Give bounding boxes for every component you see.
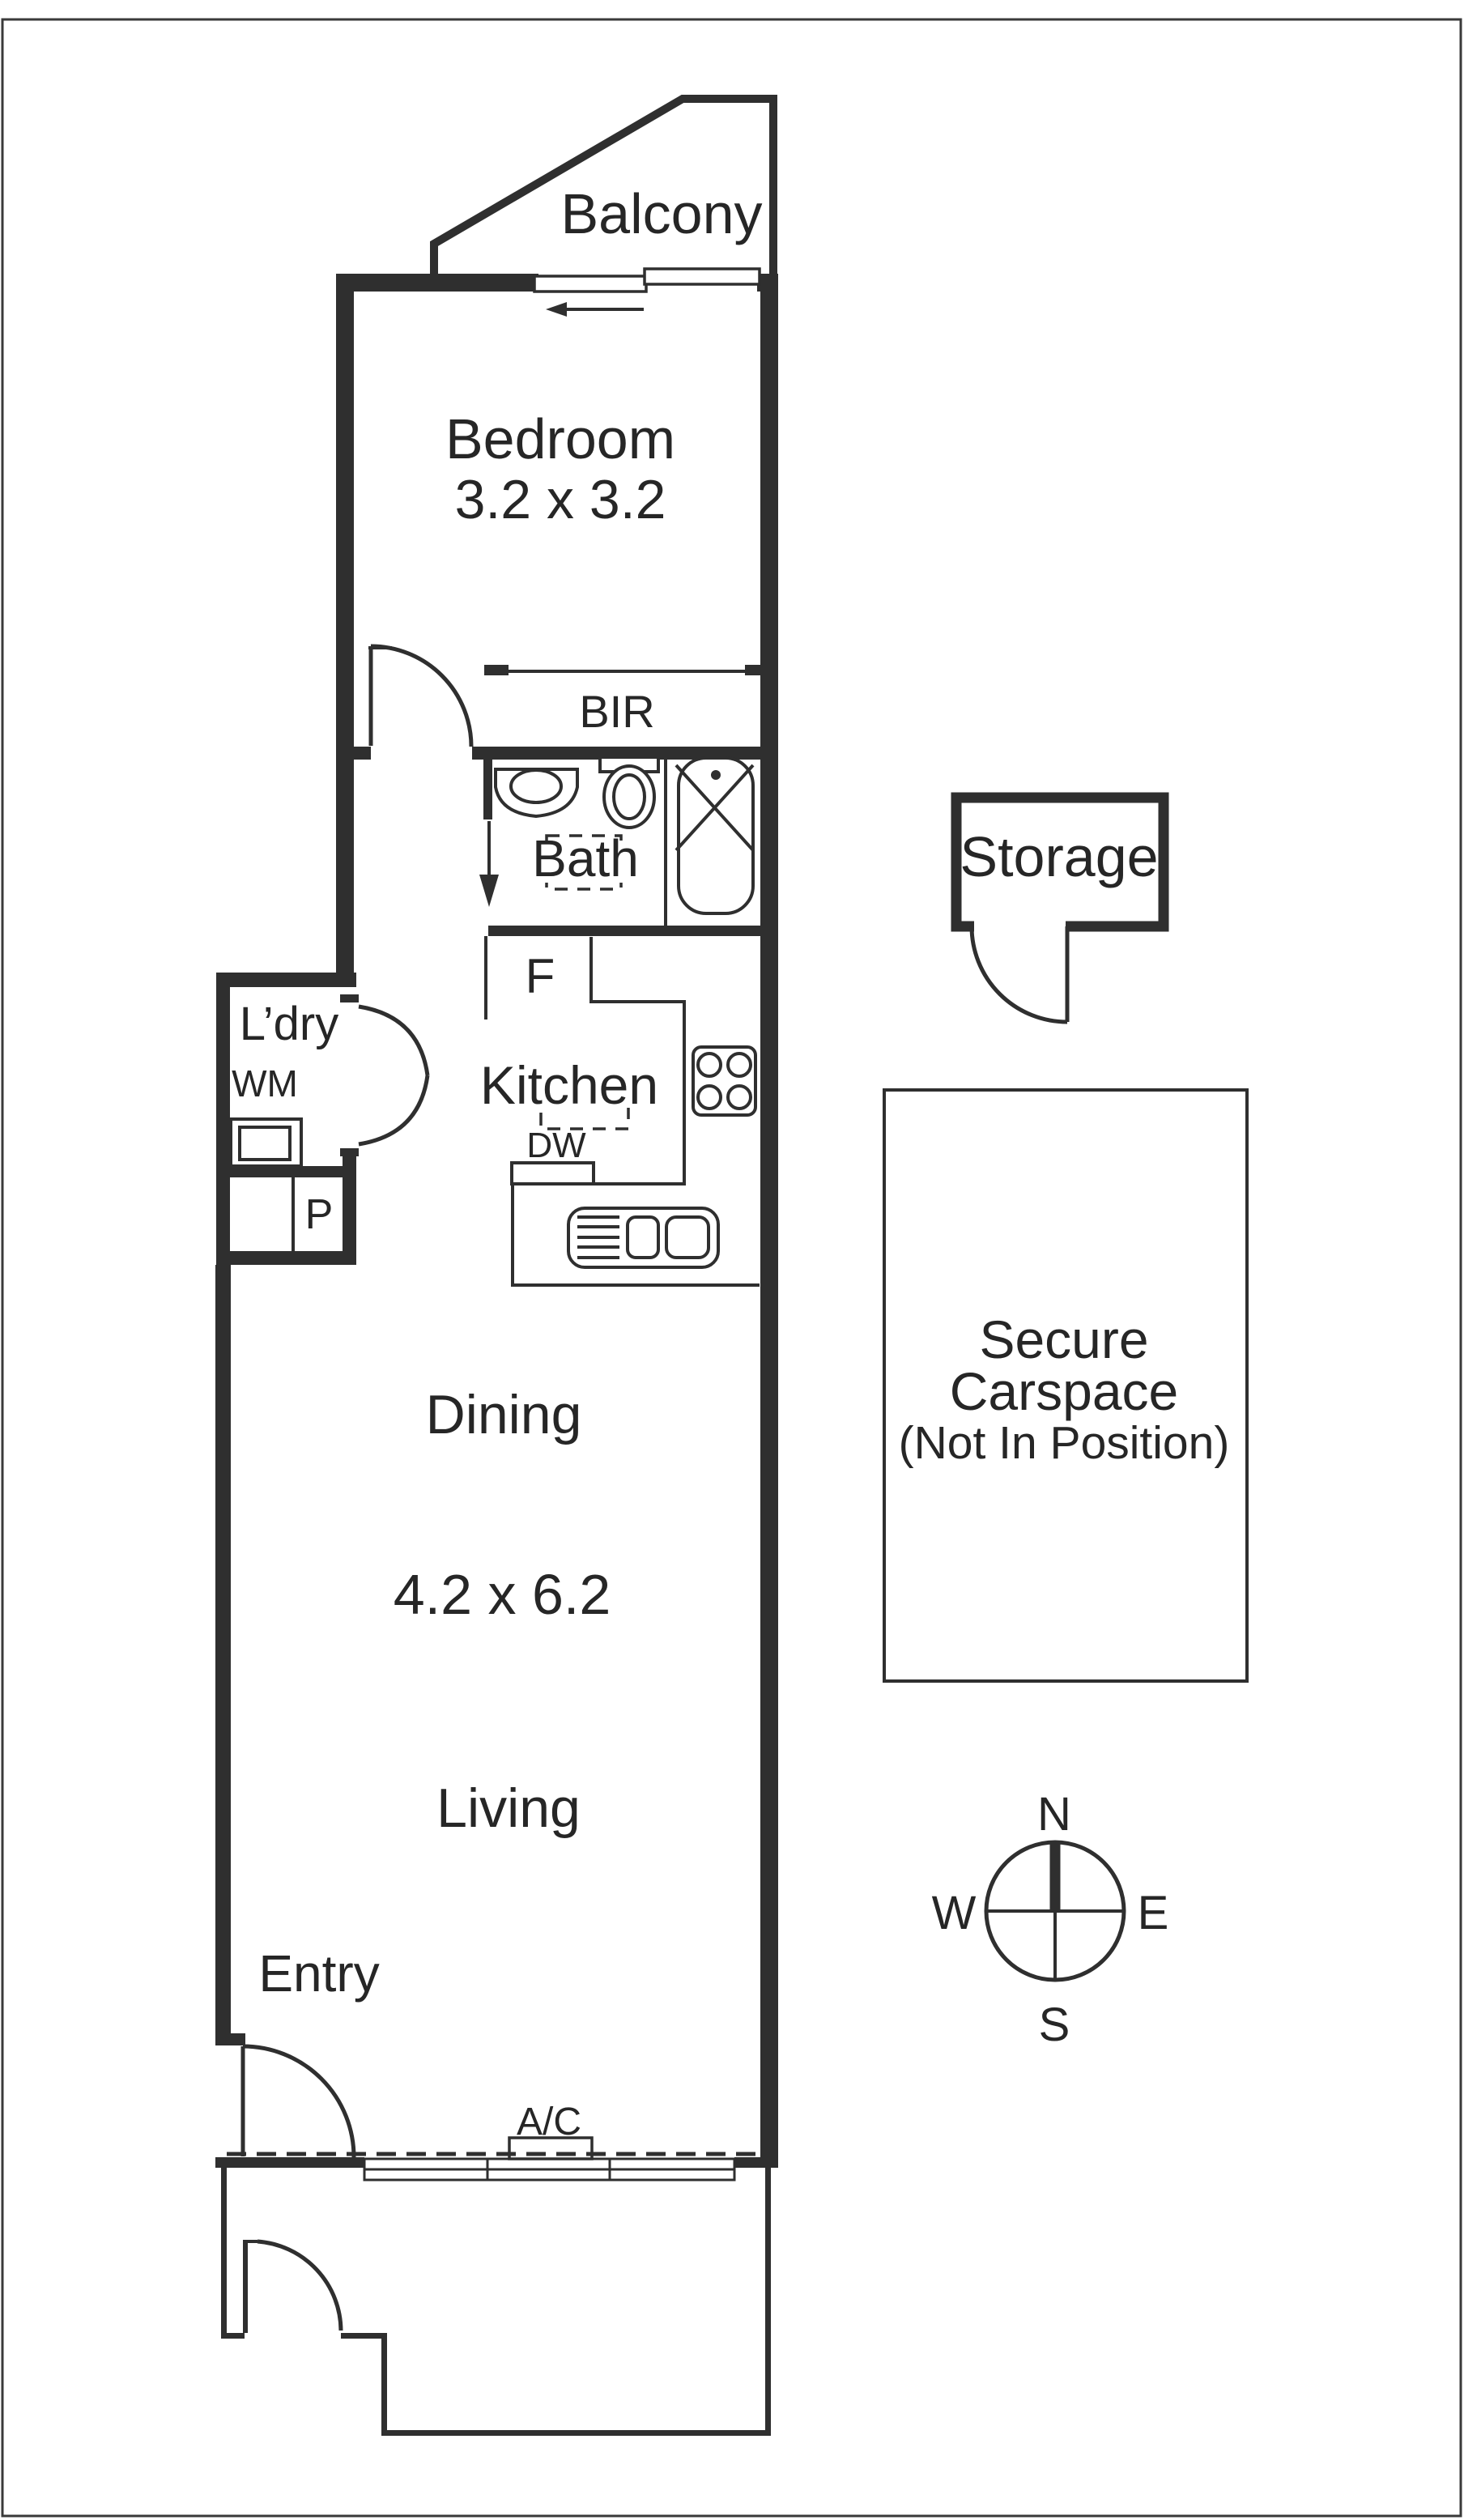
storage-walls xyxy=(951,792,1169,932)
bath-label: Bath xyxy=(532,829,639,888)
shower xyxy=(664,756,755,926)
courtyard-wall-left xyxy=(221,2168,227,2339)
wall-bottom-left xyxy=(215,2157,364,2168)
wall-bath-left xyxy=(483,760,492,819)
carspace-area: Secure Carspace (Not In Position) xyxy=(883,1088,1249,1683)
wall-bath-bottom xyxy=(488,926,767,936)
laundry-label: L’dry xyxy=(240,998,339,1050)
cooktop xyxy=(692,1045,757,1117)
living-label: Living xyxy=(436,1777,581,1839)
storage-door xyxy=(969,926,1070,1024)
wall-bedroom-bottom-stub xyxy=(354,747,371,760)
wall-laundry-cupboard-band xyxy=(230,1166,356,1177)
balcony-wall-outline xyxy=(430,95,777,279)
courtyard-wall-right xyxy=(765,2168,771,2436)
bath-slider-arrow-head xyxy=(479,875,499,907)
courtyard-wall-stub xyxy=(221,2333,245,2339)
sliding-door-arrow-head xyxy=(546,302,567,317)
wall-entry-jamb xyxy=(215,2033,245,2045)
storage-area: Storage xyxy=(951,792,1169,1024)
bedroom-door xyxy=(368,644,474,747)
dining-dimensions: 4.2 x 6.2 xyxy=(394,1563,611,1626)
apartment-walls xyxy=(215,274,778,2168)
wall-pantry-right xyxy=(343,1156,356,1251)
sliding-door-panel-outer xyxy=(643,267,761,286)
dishwasher-label-bg xyxy=(522,1130,595,1161)
kitchen-label-bg xyxy=(478,1066,662,1108)
living-dining-area: Dining 4.2 x 6.2 Living Entry A/C xyxy=(240,1384,736,2182)
compass-west-label: W xyxy=(932,1887,977,1939)
shower-rose-icon xyxy=(711,770,721,780)
washing-machine xyxy=(229,1117,303,1168)
balcony-area: Balcony xyxy=(430,95,777,279)
wall-right xyxy=(760,274,778,2168)
bedroom-dimensions: 3.2 x 3.2 xyxy=(455,469,666,530)
courtyard-step-wall-v xyxy=(381,2333,387,2436)
bir-label: BIR xyxy=(579,686,654,737)
entry-label: Entry xyxy=(258,1944,379,2003)
laundry-bifold-doors xyxy=(358,1004,430,1147)
wall-left-upper xyxy=(336,274,354,987)
washing-machine-label: WM xyxy=(232,1062,298,1105)
compass-east-label: E xyxy=(1138,1887,1169,1939)
carspace-line1: Secure xyxy=(979,1309,1148,1369)
courtyard-step-wall-h xyxy=(341,2333,387,2339)
kitchen-label: Kitchen xyxy=(480,1055,658,1115)
wall-laundry-top xyxy=(216,973,356,987)
wall-bedroom-bottom xyxy=(472,747,767,760)
carspace-line2: Carspace xyxy=(950,1361,1178,1421)
living-window xyxy=(363,2157,736,2182)
compass-south-label: S xyxy=(1039,1999,1070,2051)
sliding-door-panel-inner xyxy=(533,275,648,293)
pantry-label: P xyxy=(305,1191,334,1238)
ac-unit xyxy=(508,2136,594,2160)
toilet xyxy=(598,756,660,829)
fridge-label: F xyxy=(526,949,555,1003)
carspace-line3: (Not In Position) xyxy=(899,1417,1230,1469)
dishwasher-label: DW xyxy=(526,1126,586,1165)
wall-laundry-jamb-top xyxy=(340,994,359,1002)
storage-label: Storage xyxy=(960,825,1158,888)
dishwasher xyxy=(510,1161,595,1186)
bath-area: Bath xyxy=(479,756,755,926)
dining-label: Dining xyxy=(426,1384,582,1445)
courtyard-wall-bottom xyxy=(381,2430,771,2436)
compass-rose: N S W E xyxy=(932,1788,1169,2051)
entry-door xyxy=(240,2044,356,2158)
bath-label-bg xyxy=(534,841,638,883)
courtyard-gate-door xyxy=(243,2239,343,2333)
ac-label: A/C xyxy=(517,2101,581,2143)
courtyard-area xyxy=(221,2152,771,2436)
bir-robe: BIR xyxy=(484,665,767,737)
vanity-basin xyxy=(494,768,579,819)
kitchen-area: F Kitchen DW xyxy=(478,936,760,1287)
wall-top xyxy=(336,274,538,292)
wall-left-living xyxy=(215,1265,231,2036)
wall-laundry-bottom xyxy=(216,1251,356,1265)
balcony-label: Balcony xyxy=(560,182,762,245)
page-border xyxy=(1,18,1462,2518)
bedroom-label: Bedroom xyxy=(445,407,675,470)
wall-laundry-left xyxy=(216,987,230,1251)
wall-bottom-right xyxy=(734,2157,778,2168)
compass-north-label: N xyxy=(1037,1788,1071,1841)
laundry-area: L’dry WM P xyxy=(229,998,430,1251)
kitchen-sink xyxy=(567,1207,720,1269)
wall-laundry-jamb-bottom xyxy=(340,1148,359,1156)
kitchen-bench xyxy=(511,937,760,1287)
bedroom-area: Bedroom 3.2 x 3.2 BIR xyxy=(368,267,767,747)
carspace-outline xyxy=(883,1088,1249,1683)
